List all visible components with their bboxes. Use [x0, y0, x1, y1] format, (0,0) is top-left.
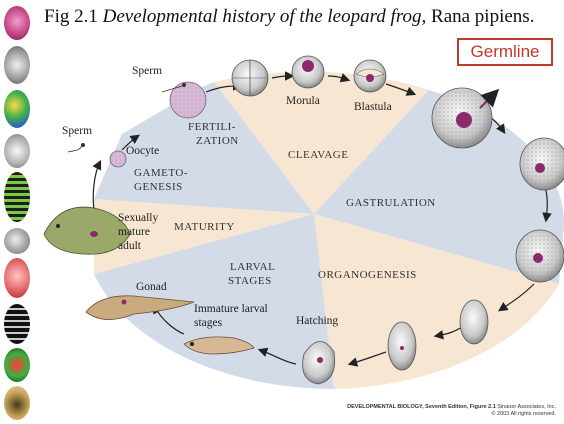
- stage-larval-line1: LARVAL: [230, 261, 275, 273]
- thumb-grey-embryo-2: [4, 134, 30, 168]
- thumb-green-red: [4, 348, 30, 382]
- thumb-striped-embryo: [4, 172, 30, 222]
- stage-gastrulation: GASTRULATION: [346, 197, 436, 209]
- thumb-colored-cells: [4, 90, 30, 128]
- thumb-pink-egg: [4, 6, 30, 40]
- title-suffix: Rana pipiens.: [426, 6, 534, 27]
- title-prefix: Fig 2.1: [44, 6, 103, 27]
- figure-title: Fig 2.1 Developmental history of the leo…: [44, 6, 534, 28]
- label-sperm-top: Sperm: [132, 65, 162, 77]
- stage-fertilization-line2: ZATION: [196, 135, 239, 147]
- neurula-1: [460, 300, 488, 344]
- stage-gametogenesis-line1: GAMETO-: [134, 167, 188, 179]
- label-sperm-left: Sperm: [62, 125, 92, 137]
- label-immature-line1: Immature larval: [194, 303, 268, 315]
- thumb-tan: [4, 386, 30, 420]
- stage-fertilization-line1: FERTILI-: [188, 121, 236, 133]
- label-sexually-line1: Sexually: [118, 212, 158, 224]
- life-cycle-diagram: FERTILI- ZATION CLEAVAGE GASTRULATION OR…: [34, 34, 564, 424]
- label-sexually-line2: mature: [118, 226, 150, 238]
- credit-line2: © 2003 All rights reserved.: [347, 411, 556, 418]
- label-morula: Morula: [286, 95, 320, 107]
- title-italic: Developmental history of the leopard fro…: [103, 6, 427, 27]
- stage-gametogenesis-line2: GENESIS: [134, 181, 183, 193]
- sperm-left-shape: [68, 146, 82, 152]
- thumb-grey-sphere: [4, 228, 30, 254]
- credit-bold: DEVELOPMENTAL BIOLOGY, Seventh Edition, …: [347, 404, 496, 410]
- thumb-pink-larva: [4, 258, 30, 298]
- label-sexually-line3: adult: [118, 240, 142, 252]
- stage-maturity: MATURITY: [174, 221, 235, 233]
- label-hatching: Hatching: [296, 315, 338, 327]
- stage-larval-line2: STAGES: [228, 275, 272, 287]
- stage-organogenesis: ORGANOGENESIS: [318, 269, 417, 281]
- thumb-grey-embryo: [4, 46, 30, 84]
- label-oocyte: Oocyte: [126, 145, 159, 157]
- credit-rest: Sinauer Associates, Inc.: [496, 404, 556, 410]
- credit-line1: DEVELOPMENTAL BIOLOGY, Seventh Edition, …: [347, 404, 556, 411]
- label-gonad: Gonad: [136, 281, 167, 293]
- stage-cleavage: CLEAVAGE: [288, 149, 348, 161]
- thumbnail-strip: [0, 0, 34, 424]
- figure-credit: DEVELOPMENTAL BIOLOGY, Seventh Edition, …: [347, 404, 556, 418]
- label-immature-line2: stages: [194, 317, 223, 329]
- label-blastula: Blastula: [354, 101, 392, 113]
- thumb-dark-striped: [4, 304, 30, 344]
